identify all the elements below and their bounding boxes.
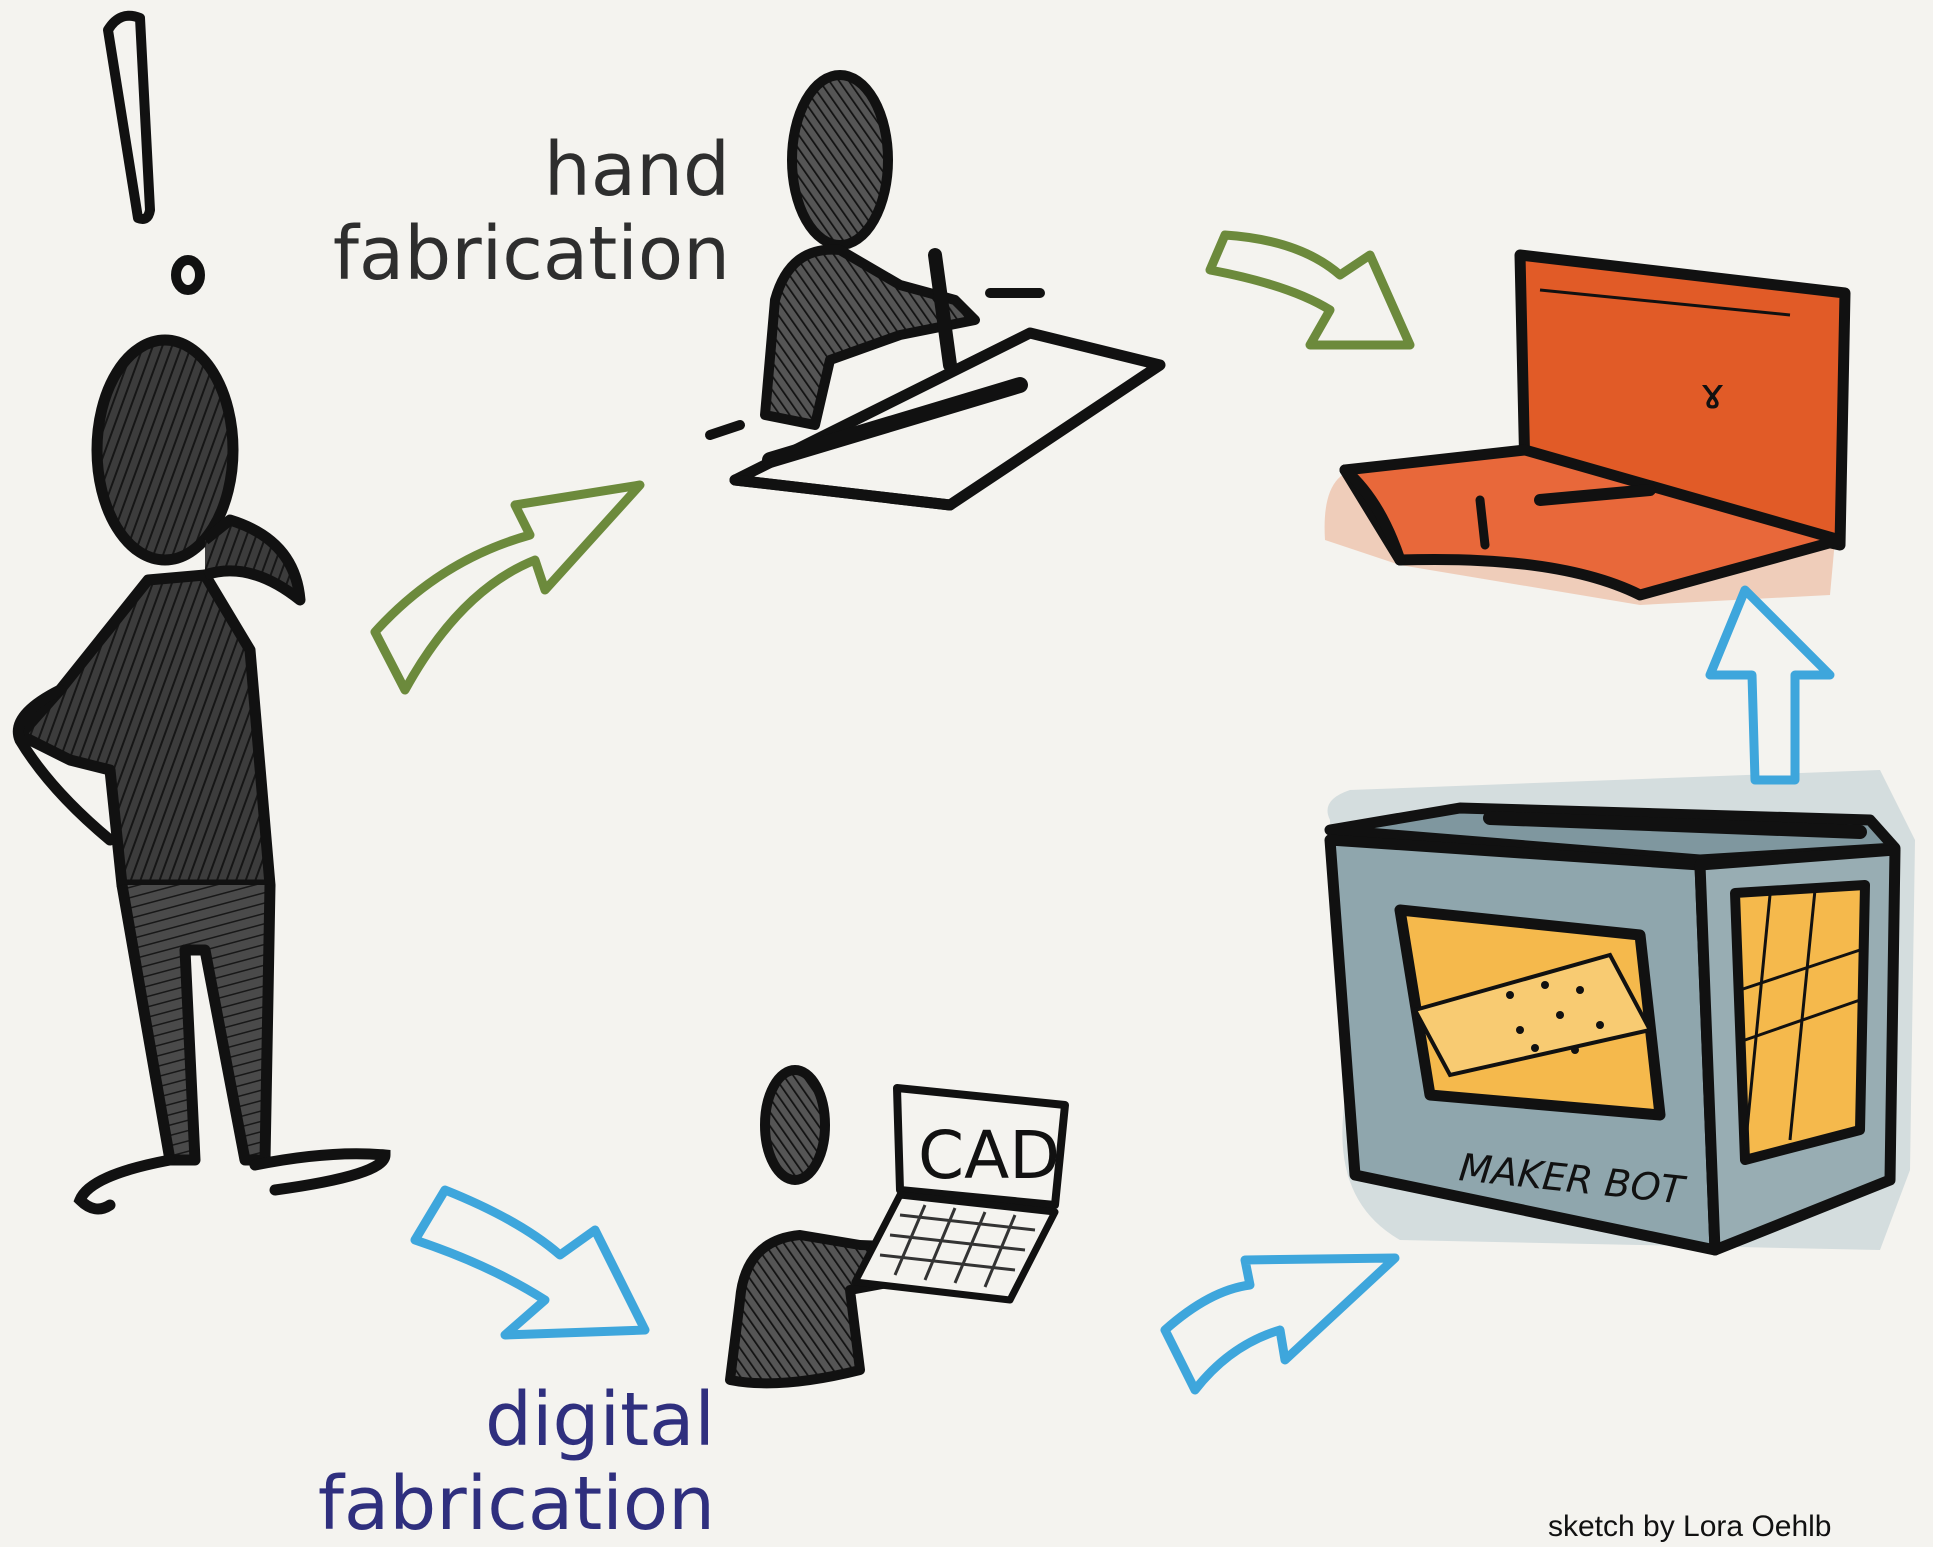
makerbot-printer: MAKER BOT — [1324, 770, 1915, 1256]
sketch-credit: sketch by Lora Oehlb — [1548, 1510, 1832, 1543]
digital-fabrication-label: digital fabrication — [280, 1378, 715, 1546]
digital-fabrication-line1: digital — [485, 1377, 715, 1463]
hand-fabrication-label: hand fabrication — [300, 128, 730, 296]
digital-fabrication-line2: fabrication — [317, 1461, 715, 1547]
thinking-person-figure — [13, 334, 391, 1215]
hand-fabrication-line1: hand — [543, 127, 730, 213]
arrow-to-hand-fabrication-icon — [370, 480, 645, 695]
exclamation-mark-icon — [103, 10, 205, 295]
computer-person-figure: CAD — [725, 1065, 1069, 1389]
hand-crafting-person-figure — [705, 70, 1166, 511]
arrow-printer-to-chair-icon — [1705, 585, 1835, 785]
chair-product: ɤ — [1324, 249, 1851, 605]
cad-screen-text: CAD — [918, 1117, 1060, 1194]
arrow-to-printer-icon — [1160, 1253, 1400, 1395]
print-dots — [1506, 981, 1604, 1054]
hand-fabrication-line2: fabrication — [332, 211, 730, 297]
chair-scribble-text: ɤ — [1700, 369, 1725, 418]
arrow-to-chair-icon — [1205, 230, 1415, 350]
arrow-to-digital-fabrication-icon — [410, 1185, 650, 1340]
